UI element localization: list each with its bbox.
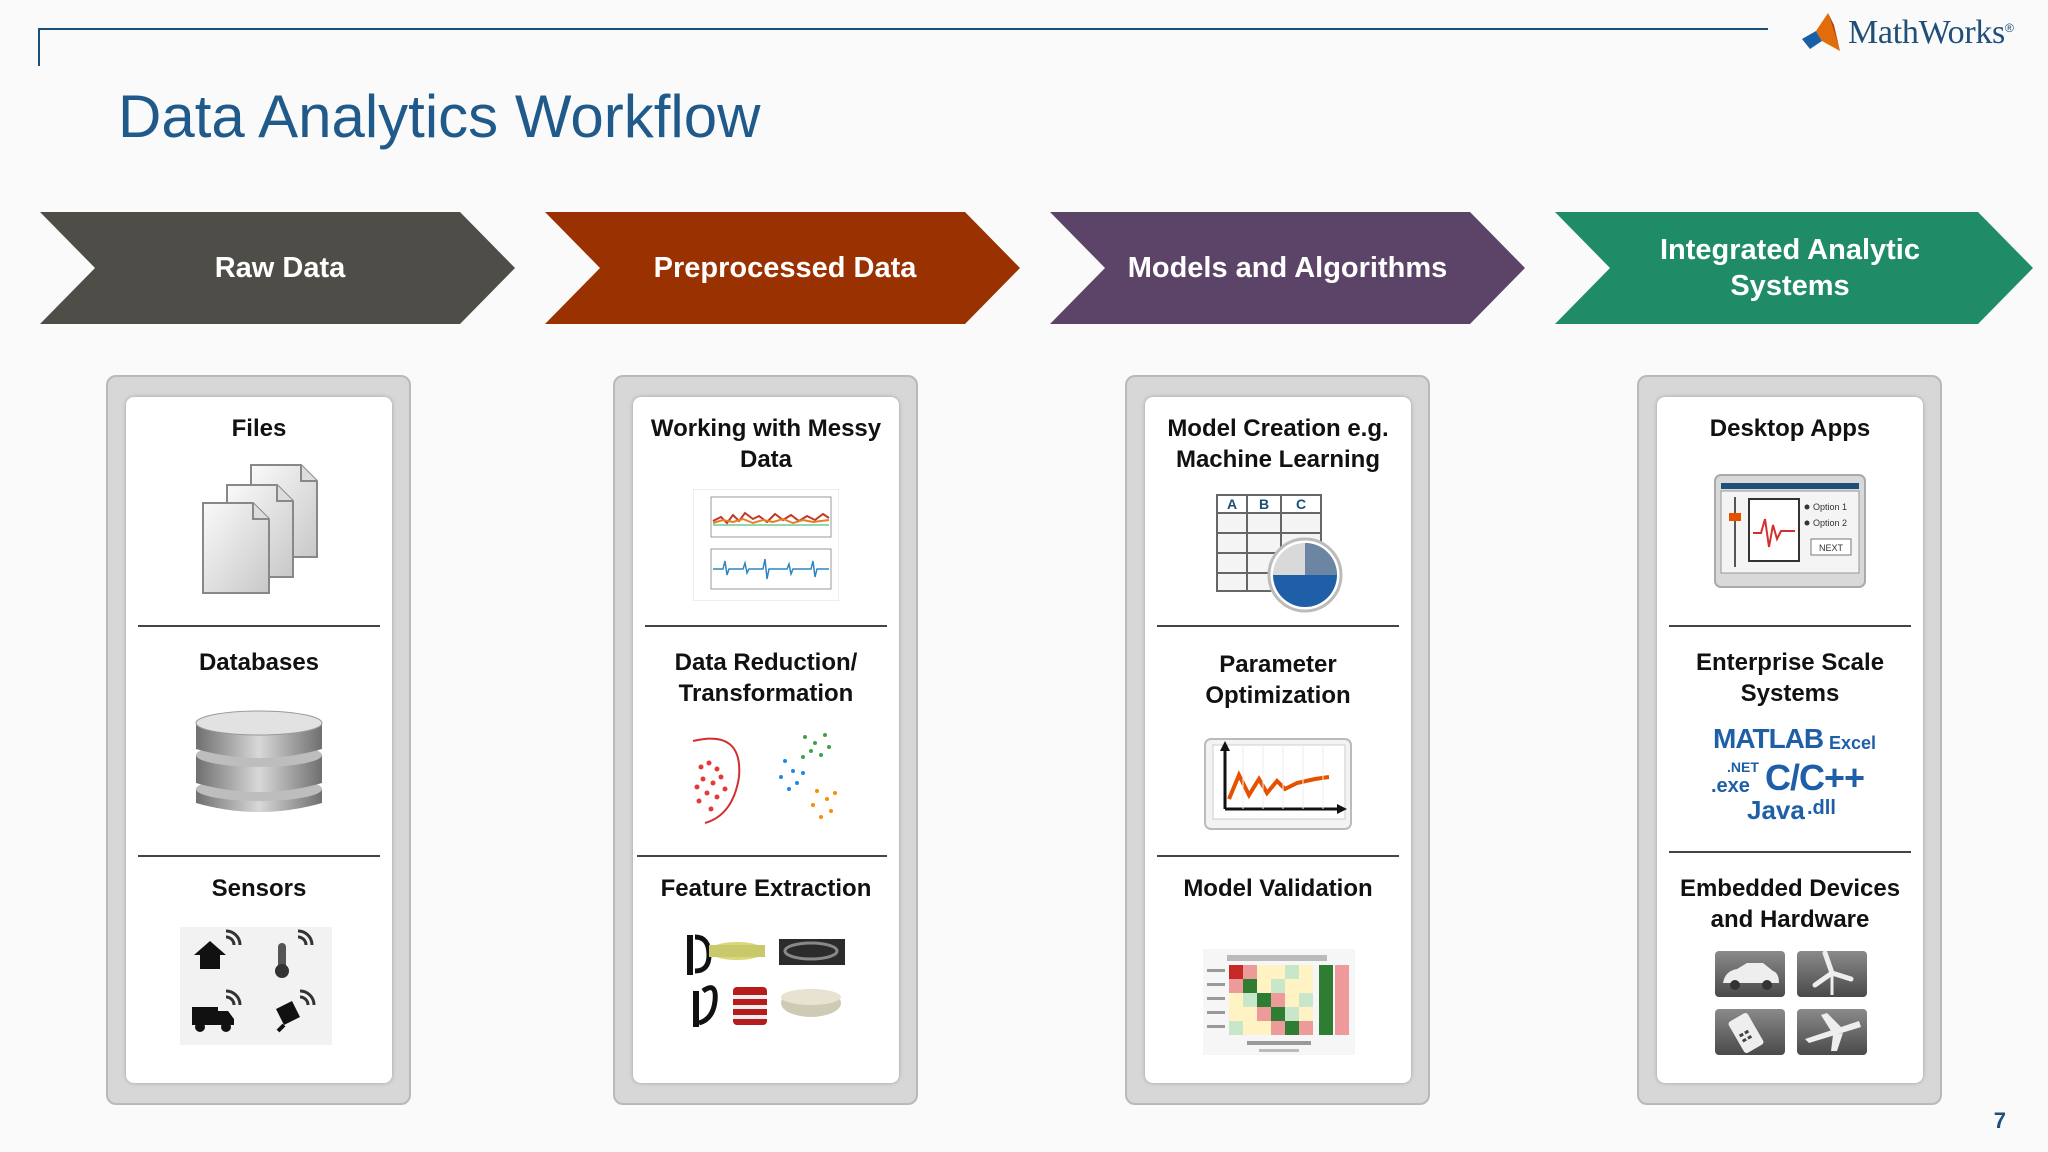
header-rule-tick: [38, 28, 40, 66]
section-data-reduction: Data Reduction/ Transformation: [674, 649, 858, 707]
separator: [138, 855, 380, 857]
card-models-and-algorithms: Model Creation e.g. Machine Learning A B…: [1145, 397, 1411, 1083]
stage-arrows: [40, 212, 2033, 324]
section-databases: Databases: [198, 649, 320, 676]
page-number: 7: [1993, 1108, 2006, 1133]
logo-registered: ®: [2005, 21, 2014, 35]
arrow-preprocessed-data: [545, 212, 1020, 324]
table-pie-icon: A B C: [1216, 494, 1343, 613]
confusion-matrix-icon: [1203, 949, 1355, 1055]
separator: [637, 855, 887, 857]
time-series-plot-icon: [693, 489, 839, 601]
arrow-models-and-algorithms: [1050, 212, 1525, 324]
line-chart-icon: [1204, 738, 1352, 830]
section-parameter-optimization: Parameter Optimization: [1205, 651, 1351, 709]
separator: [1669, 625, 1911, 627]
separator: [138, 625, 380, 627]
separator: [1157, 625, 1399, 627]
app-option-1: Option 1: [1813, 502, 1847, 512]
app-option-2: Option 2: [1813, 518, 1847, 528]
card-preprocessed-data: Working with Messy Data Data Reduction/ …: [633, 397, 899, 1083]
arrow-raw-data: [40, 212, 515, 324]
stage-label-integrated-analytic-systems: Integrated Analytic Systems: [1660, 234, 1920, 302]
section-working-with-messy-data: Working with Messy Data: [650, 415, 882, 473]
section-embedded-devices: Embedded Devices and Hardware: [1679, 875, 1901, 933]
separator: [645, 625, 887, 627]
desktop-app-icon: Option 1 Option 2 NEXT: [1714, 474, 1866, 588]
stage-label-models-and-algorithms: Models and Algorithms: [1127, 252, 1448, 284]
lang-java: Java: [1747, 795, 1805, 825]
table-col-b: B: [1259, 496, 1269, 512]
lang-dll: .dll: [1807, 797, 1836, 819]
scatter-clusters-icon: [692, 733, 837, 824]
devices-icon: [1715, 950, 1867, 1055]
section-model-validation: Model Validation: [1183, 875, 1373, 902]
panel-preprocessed-data: Working with Messy Data Data Reduction/ …: [613, 375, 918, 1105]
section-desktop-apps: Desktop Apps: [1709, 415, 1871, 442]
card-raw-data: Files Databases Sens: [126, 397, 392, 1083]
section-sensors: Sensors: [211, 875, 307, 902]
table-col-c: C: [1296, 496, 1306, 512]
stage-label-preprocessed-data: Preprocessed Data: [653, 252, 917, 284]
arrow-integrated-analytic-systems: [1555, 212, 2033, 324]
database-icon: [195, 710, 323, 812]
page-title: Data Analytics Workflow: [118, 83, 761, 150]
membrane-icon: [1802, 13, 1840, 51]
section-enterprise-scale-systems: Enterprise Scale Systems: [1695, 649, 1885, 707]
lang-cpp: C/C++: [1765, 757, 1865, 798]
stage-label-raw-data: Raw Data: [214, 252, 346, 284]
section-files: Files: [231, 415, 287, 442]
mathworks-logo: MathWorks ®: [1800, 10, 2014, 56]
files-icon: [202, 464, 318, 594]
separator: [1669, 851, 1911, 853]
panel-models-and-algorithms: Model Creation e.g. Machine Learning A B…: [1125, 375, 1430, 1105]
lang-excel: Excel: [1829, 733, 1877, 753]
section-feature-extraction: Feature Extraction: [660, 875, 872, 902]
card-integrated-analytic-systems: Desktop Apps Option 1 Option 2 NEXT Ente…: [1657, 397, 1923, 1083]
lang-matlab: MATLAB: [1713, 723, 1824, 754]
separator: [1157, 855, 1399, 857]
lang-exe: .exe: [1711, 775, 1750, 797]
table-col-a: A: [1227, 496, 1237, 512]
logo-text: MathWorks: [1848, 14, 2005, 51]
panel-raw-data: Files Databases Sens: [106, 375, 411, 1105]
lang-net: .NET: [1727, 759, 1759, 775]
sensors-icon: [180, 927, 332, 1045]
languages-icon: MATLAB Excel .NET C/C++ .exe Java .dll: [1705, 717, 1885, 827]
section-model-creation: Model Creation e.g. Machine Learning: [1167, 415, 1389, 473]
header-rule: [38, 28, 1768, 30]
panel-integrated-analytic-systems: Desktop Apps Option 1 Option 2 NEXT Ente…: [1637, 375, 1942, 1105]
app-next-button: NEXT: [1819, 543, 1844, 553]
objects-photo-icon: [687, 934, 845, 1027]
